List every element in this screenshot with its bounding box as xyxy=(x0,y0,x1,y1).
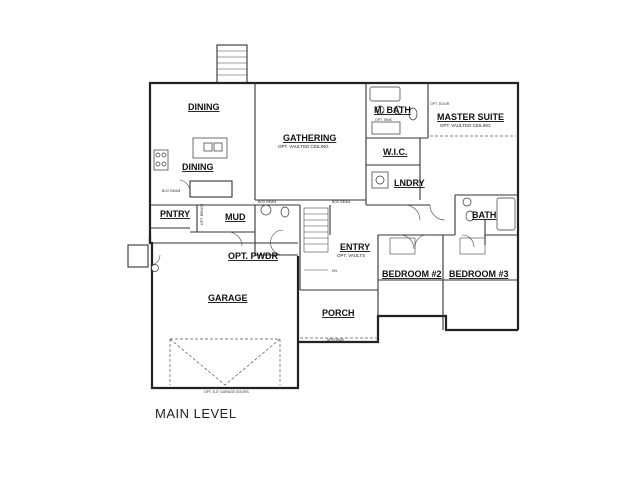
room-wic: W.I.C. xyxy=(383,147,408,157)
box-beam-note-2: BOX BEAM xyxy=(258,200,276,204)
room-gathering: GATHERING xyxy=(283,133,336,143)
master-note: OPT. VAULTED CEILING xyxy=(440,123,491,128)
room-porch: PORCH xyxy=(322,308,355,318)
room-opt-pwdr: OPT. PWDR xyxy=(228,251,279,261)
opt-bench-note: OPT. BENCH xyxy=(200,204,204,225)
room-dining: DINING xyxy=(182,162,214,172)
room-mud: MUD xyxy=(225,212,246,222)
exterior-walls xyxy=(148,81,520,390)
archway-label: ARCHWAY xyxy=(327,338,345,342)
room-bath: BATH xyxy=(472,210,496,220)
room-master-suite: MASTER SUITE xyxy=(437,112,504,122)
gathering-note: OPT. VAULTED CEILING xyxy=(278,144,329,149)
room-dining-top: DINING xyxy=(188,102,220,112)
garage-note: OPT. 8-0" GARAGE DOORS xyxy=(204,390,249,394)
entry-stairs: DN xyxy=(303,207,338,273)
room-entry: ENTRY xyxy=(340,242,370,252)
opt-sink-note: OPT. SINK xyxy=(375,118,393,122)
box-beam-note-1: BOX BEAM xyxy=(162,189,180,193)
room-pntry: PNTRY xyxy=(160,209,190,219)
plan-notes: OPT. DOOR OPT. SINK BOX BEAM BOX BEAM BO… xyxy=(162,102,450,225)
entry-note: OPT. VAULTS xyxy=(337,253,365,258)
box-beam-note-3: BOX BEAM xyxy=(332,200,350,204)
room-bedroom-2: BEDROOM #2 xyxy=(382,269,442,279)
room-m-bath: M. BATH xyxy=(374,105,411,115)
interior-walls xyxy=(150,83,518,330)
rear-stairs xyxy=(216,44,248,84)
dashed-lines xyxy=(169,135,516,386)
opt-door-note: OPT. DOOR xyxy=(430,102,450,106)
room-labels: DINING DINING GATHERING OPT. VAULTED CEI… xyxy=(160,102,509,394)
door-swings xyxy=(149,179,475,266)
room-lndry: LNDRY xyxy=(394,178,425,188)
room-garage: GARAGE xyxy=(208,293,248,303)
dn-label: DN xyxy=(332,269,338,273)
room-bedroom-3: BEDROOM #3 xyxy=(449,269,509,279)
plan-title: MAIN LEVEL xyxy=(155,406,237,421)
fixtures xyxy=(127,86,516,272)
